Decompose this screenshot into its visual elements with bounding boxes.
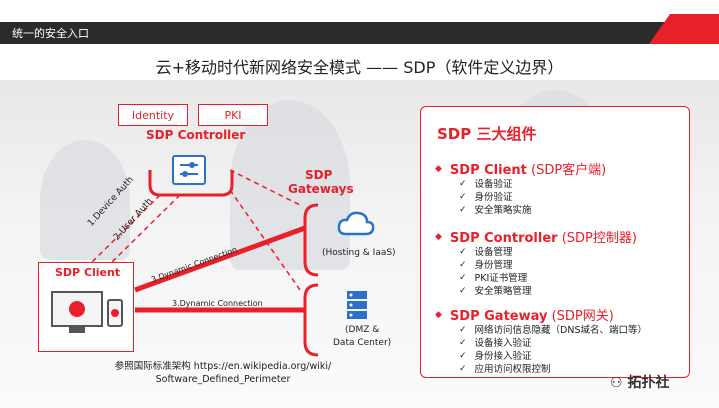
group-suffix: (SDP网关) bbox=[547, 309, 614, 324]
check-icon: ✓ bbox=[459, 260, 467, 270]
components-panel: SDP 三大组件 ◆ SDP Client (SDP客户端) ✓ 设备验证 ✓ 身份验… bbox=[420, 106, 690, 378]
gateway-bracket bbox=[303, 283, 319, 357]
controller-bracket bbox=[148, 170, 234, 197]
dynamic-connection-label: 3.Dynamic Connection bbox=[172, 299, 263, 308]
check-icon: ✓ bbox=[459, 338, 467, 348]
check-icon: ✓ bbox=[459, 192, 467, 202]
check-icon: ✓ bbox=[459, 351, 467, 361]
check-icon: ✓ bbox=[459, 179, 467, 189]
list-item: 设备验证 bbox=[474, 179, 513, 190]
identity-box: Identity bbox=[118, 104, 188, 126]
hosting-label: (Hosting & IaaS) bbox=[322, 248, 396, 258]
group-controller: ◆ SDP Controller (SDP控制器) ✓ 设备管理 ✓ 身份管理 ✓ PK… bbox=[435, 227, 637, 298]
background-person bbox=[230, 100, 350, 270]
diamond-icon: ◆ bbox=[435, 231, 442, 242]
gateways-label-line2: Gateways bbox=[288, 182, 354, 196]
controller-icon bbox=[172, 155, 206, 185]
user-auth-line bbox=[111, 194, 181, 263]
check-icon: ✓ bbox=[459, 364, 467, 374]
watermark-text: 拓扑社 bbox=[627, 375, 670, 391]
diamond-icon: ◆ bbox=[435, 309, 442, 320]
list-item: 身份验证 bbox=[474, 192, 513, 203]
device-auth-line bbox=[91, 194, 161, 263]
check-icon: ✓ bbox=[459, 273, 467, 283]
footnote: 参照国际标准架构 https://en.wikipedia.org/wiki/ … bbox=[108, 360, 338, 386]
check-icon: ✓ bbox=[459, 286, 467, 296]
panel-title: SDP 三大组件 bbox=[437, 125, 537, 143]
list-item: 设备接入验证 bbox=[474, 338, 532, 349]
gateway-bracket bbox=[303, 203, 319, 277]
watermark: ⚇ 拓扑社 bbox=[610, 372, 669, 392]
group-name: SDP Gateway bbox=[449, 309, 548, 324]
footnote-line1: 参照国际标准架构 https://en.wikipedia.org/wiki/ bbox=[114, 361, 332, 372]
app-logo-icon bbox=[69, 301, 85, 317]
phone-icon bbox=[107, 299, 123, 327]
group-client: ◆ SDP Client (SDP客户端) ✓ 设备验证 ✓ 身份验证 ✓ 安全策略实施 bbox=[435, 159, 606, 217]
dmz-label-line1: (DMZ & bbox=[345, 325, 380, 335]
wechat-icon: ⚇ bbox=[610, 375, 623, 391]
header-title: 统一的安全入口 bbox=[12, 27, 89, 40]
footnote-line2: Software_Defined_Perimeter bbox=[155, 374, 291, 385]
list-item: PKI证书管理 bbox=[474, 273, 528, 284]
check-icon: ✓ bbox=[459, 247, 467, 257]
client-box: SDP Client bbox=[38, 262, 134, 352]
dynamic-connection-line bbox=[134, 225, 306, 293]
list-item: 安全策略管理 bbox=[474, 286, 532, 297]
slide-title: 云+移动时代新网络安全模式 —— SDP（软件定义边界） bbox=[155, 58, 564, 77]
list-item: 应用访问权限控制 bbox=[474, 364, 551, 375]
list-item: 身份管理 bbox=[474, 260, 513, 271]
monitor-stand bbox=[69, 327, 85, 333]
check-icon: ✓ bbox=[459, 205, 467, 215]
group-suffix: (SDP客户端) bbox=[526, 163, 607, 178]
app-logo-icon bbox=[111, 309, 119, 317]
list-item: 网络访问信息隐藏（DNS域名、端口等） bbox=[474, 325, 647, 336]
list-item: 设备管理 bbox=[474, 247, 513, 258]
client-label: SDP Client bbox=[55, 266, 121, 279]
controller-gateway-line bbox=[229, 169, 301, 206]
gateways-label-line1: SDP bbox=[305, 168, 333, 182]
group-gateway: ◆ SDP Gateway (SDP网关) ✓ 网络访问信息隐藏（DNS域名、端口等… bbox=[435, 305, 647, 376]
check-icon: ✓ bbox=[459, 325, 467, 335]
pki-box: PKI bbox=[198, 104, 268, 126]
diamond-icon: ◆ bbox=[435, 163, 442, 174]
group-name: SDP Controller bbox=[449, 231, 558, 246]
header-bar bbox=[0, 22, 719, 44]
server-icon bbox=[346, 290, 368, 324]
dmz-label-line2: Data Center) bbox=[333, 338, 392, 348]
controller-gateway-line bbox=[229, 189, 301, 291]
group-suffix: (SDP控制器) bbox=[557, 231, 637, 246]
monitor-icon bbox=[51, 291, 103, 327]
list-item: 安全策略实施 bbox=[474, 205, 532, 216]
cloud-icon bbox=[336, 210, 376, 242]
group-name: SDP Client bbox=[449, 163, 527, 178]
controller-label: SDP Controller bbox=[146, 128, 246, 142]
list-item: 身份接入验证 bbox=[474, 351, 532, 362]
